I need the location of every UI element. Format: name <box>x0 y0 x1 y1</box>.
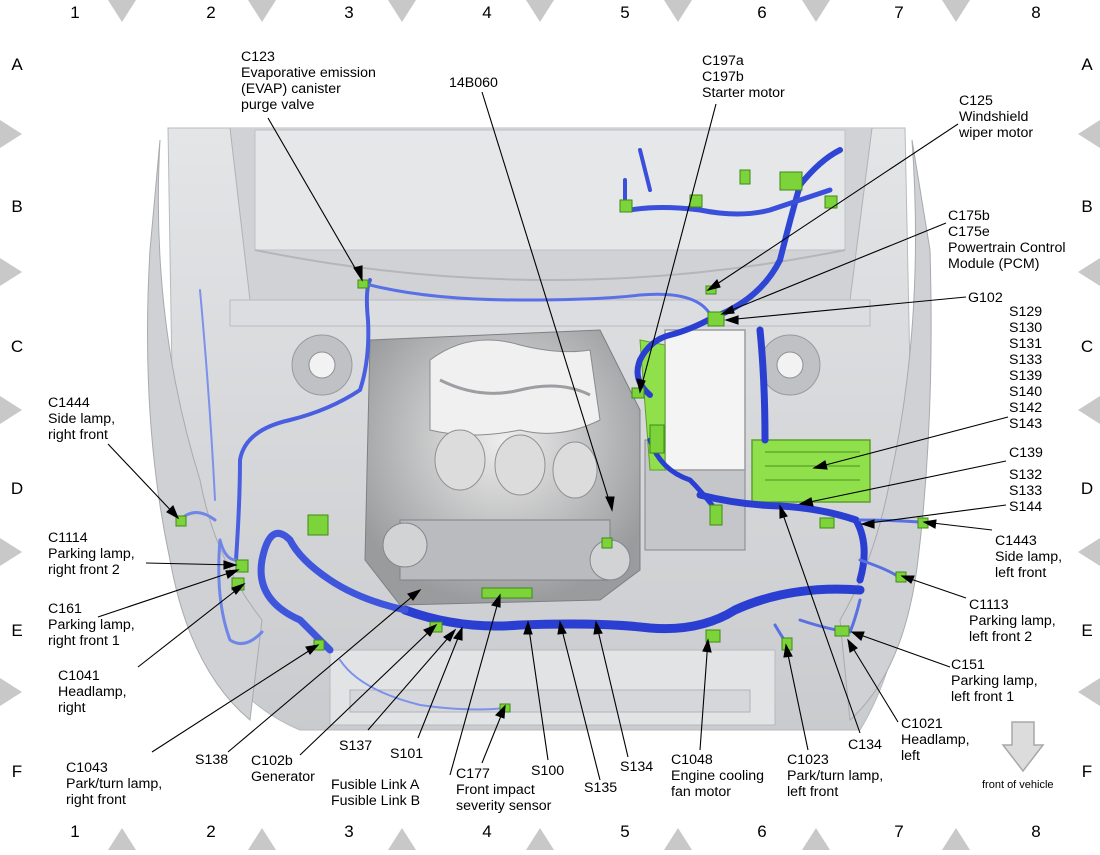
callout-g102: G102 <box>968 290 1003 306</box>
column-label-7-bottom: 7 <box>894 822 904 841</box>
row-label-d-right: D <box>1080 479 1094 498</box>
callout-c197: C197a C197b Starter motor <box>702 53 785 101</box>
row-label-a-right: A <box>1081 55 1093 74</box>
callout-c1043: C1043 Park/turn lamp, right front <box>66 760 163 808</box>
row-label-f: F <box>11 762 23 781</box>
wiring-harness <box>178 147 922 711</box>
front-of-vehicle-label: front of vehicle <box>982 779 1054 791</box>
callout-14b060: 14B060 <box>449 75 498 91</box>
column-label-5: 5 <box>620 3 630 22</box>
callout-c125: C125 Windshield wiper motor <box>959 93 1034 141</box>
row-label-a: A <box>11 55 23 74</box>
leader-lines <box>97 91 1009 781</box>
modules <box>639 329 871 503</box>
callout-c1444: C1444 Side lamp, right front <box>48 395 116 443</box>
callout-s135: S135 <box>584 780 618 796</box>
row-label-b-right: B <box>1081 197 1093 216</box>
callout-c102b: C102b Generator <box>251 753 315 785</box>
column-label-6: 6 <box>757 3 767 22</box>
column-label-8: 8 <box>1031 3 1041 22</box>
callout-c1114: C1114 Parking lamp, right front 2 <box>48 530 135 578</box>
callout-c1041: C1041 Headlamp, right <box>58 668 127 716</box>
callout-s138: S138 <box>195 752 229 768</box>
callout-c151: C151 Parking lamp, left front 1 <box>951 657 1038 705</box>
column-label-1: 1 <box>70 3 80 22</box>
callout-c1048: C1048 Engine cooling fan motor <box>671 752 765 800</box>
column-label-1-bottom: 1 <box>70 822 80 841</box>
column-label-3-bottom: 3 <box>344 822 354 841</box>
row-label-c-right: C <box>1080 337 1094 356</box>
column-label-3: 3 <box>344 3 354 22</box>
column-label-7: 7 <box>894 3 904 22</box>
callout-splices-s129-s143: S129 S130 S131 S133 S139 S140 S142 S143 <box>1009 304 1043 432</box>
engine-block <box>364 329 746 606</box>
row-label-e: E <box>11 621 23 640</box>
column-label-2: 2 <box>206 3 216 22</box>
callout-c1443: C1443 Side lamp, left front <box>995 533 1063 581</box>
row-label-b: B <box>11 197 23 216</box>
row-label-f-right: F <box>1081 762 1093 781</box>
front-arrow-icon <box>1001 721 1045 773</box>
column-label-5-bottom: 5 <box>620 822 630 841</box>
fuse-box <box>751 439 871 503</box>
callout-c123: C123 Evaporative emission (EVAP) caniste… <box>241 49 376 113</box>
callout-splices-s132-s144: S132 S133 S144 <box>1009 467 1043 515</box>
row-label-e-right: E <box>1081 621 1093 640</box>
callout-s100: S100 <box>531 763 565 779</box>
row-label-c: C <box>10 337 24 356</box>
callout-c1113: C1113 Parking lamp, left front 2 <box>969 597 1056 645</box>
battery <box>664 329 746 471</box>
callout-c175: C175b C175e Powertrain Control Module (P… <box>948 208 1066 272</box>
callout-s134: S134 <box>620 759 654 775</box>
callout-fusible-links: Fusible Link A Fusible Link B <box>331 777 421 809</box>
callout-c177: C177 Front impact severity sensor <box>456 766 552 814</box>
callout-c139: C139 <box>1009 445 1043 461</box>
callout-c161: C161 Parking lamp, right front 1 <box>48 601 135 649</box>
column-label-8-bottom: 8 <box>1031 822 1041 841</box>
column-label-4-bottom: 4 <box>482 822 492 841</box>
column-label-2-bottom: 2 <box>206 822 216 841</box>
row-label-d: D <box>10 479 24 498</box>
callout-s101: S101 <box>390 746 424 762</box>
column-label-4: 4 <box>482 3 492 22</box>
callout-c1021: C1021 Headlamp, left <box>901 716 970 764</box>
column-label-6-bottom: 6 <box>757 822 767 841</box>
callout-c134: C134 <box>848 737 882 753</box>
callout-s137: S137 <box>339 738 373 754</box>
callout-c1023: C1023 Park/turn lamp, left front <box>787 752 884 800</box>
